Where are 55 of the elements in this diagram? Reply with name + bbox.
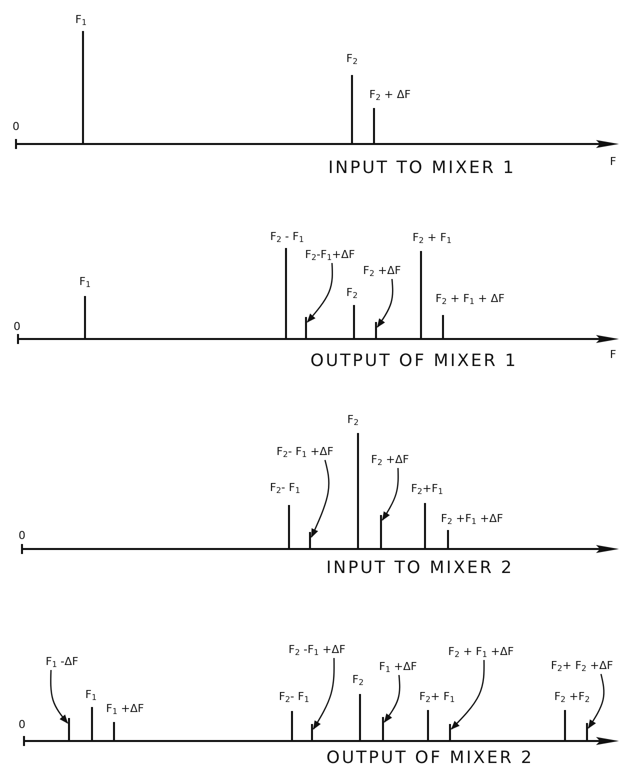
pointer-arrow: [306, 262, 333, 323]
spectral-line: [68, 718, 70, 741]
frequency-label: F$_{1}$ -ΔF: [46, 655, 78, 669]
axis-label: F$_{2}$- F$_{1}$: [270, 481, 300, 495]
axis-label: F: [610, 348, 616, 362]
pointer-arrow: [450, 660, 485, 730]
axis-label: F$_{1}$ +ΔF: [106, 702, 144, 716]
spectral-line: [382, 717, 384, 741]
spectral-line: [449, 724, 451, 741]
spectral-line: [305, 317, 307, 339]
axis-caption: OUTPUT OF MIXER 2: [326, 748, 534, 768]
axis-label: F$_{2}$: [346, 52, 358, 66]
frequency-label: F$_{2}$ +ΔF: [371, 453, 409, 467]
spectral-line: [380, 515, 382, 549]
frequency-label: F$_{1}$ +ΔF: [379, 660, 417, 674]
frequency-label: F$_{2}$- F$_{1}$ +ΔF: [276, 445, 334, 459]
pointer-arrow: [312, 658, 335, 730]
axis-label: F$_{2}$ + ΔF: [369, 88, 411, 102]
frequency-label: F$_{2}$-F$_{1}$+ΔF: [305, 248, 355, 262]
axis-label: F$_{1}$: [75, 13, 87, 27]
axis-label: 0: [14, 320, 20, 334]
axis-label: 0: [18, 718, 26, 732]
axis-label: F$_{2}$ +F$_{2}$: [554, 690, 590, 704]
axis-label: F$_{2}$+F$_{1}$: [410, 482, 444, 496]
frequency-label: F$_{2}$ +ΔF: [363, 264, 401, 278]
axis-caption: INPUT TO MIXER 2: [326, 558, 514, 578]
axis-label: F$_{2}$+ F$_{1}$: [419, 690, 455, 704]
axis-label: F$_{2}$: [346, 286, 358, 300]
axis-caption: INPUT TO MIXER 1: [328, 158, 516, 178]
frequency-label: F$_{2}$ + F$_{1}$ +ΔF: [448, 645, 514, 659]
spectral-line: [586, 723, 588, 741]
axis-label: F$_{1}$: [85, 688, 97, 702]
pointer-arrow: [382, 468, 399, 521]
axis-label: 0: [12, 120, 20, 134]
axis-label: F: [610, 155, 616, 169]
pointer-arrow: [50, 670, 68, 724]
pointer-arrow: [588, 674, 604, 729]
pointer-arrow: [376, 278, 394, 328]
axis-label: F$_{1}$: [79, 275, 91, 289]
spectral-line: [309, 532, 311, 549]
axis-label: F$_{2}$ + F$_{1}$ + ΔF: [435, 292, 505, 306]
spectral-line: [311, 724, 313, 741]
axis-label: F$_{2}$ - F$_{1}$: [270, 230, 304, 244]
axis-label: F$_{2}$- F$_{1}$: [278, 690, 310, 704]
axis-label: F$_{2}$ + F$_{1}$: [412, 231, 452, 245]
axis-label: F$_{2}$: [347, 413, 359, 427]
axis-label: 0: [18, 529, 26, 543]
spectral-line: [375, 322, 377, 339]
axis-label: F$_{2}$: [352, 673, 364, 687]
frequency-label: F$_{2}$ -F$_{1}$ +ΔF: [288, 643, 346, 657]
axis-caption: OUTPUT OF MIXER 1: [310, 351, 518, 371]
pointer-arrow: [310, 460, 330, 538]
frequency-label: F$_{2}$+ F$_{2}$ +ΔF: [550, 659, 614, 673]
pointer-arrow: [384, 674, 400, 723]
axis-label: F$_{2}$ +F$_{1}$ +ΔF: [440, 512, 504, 526]
